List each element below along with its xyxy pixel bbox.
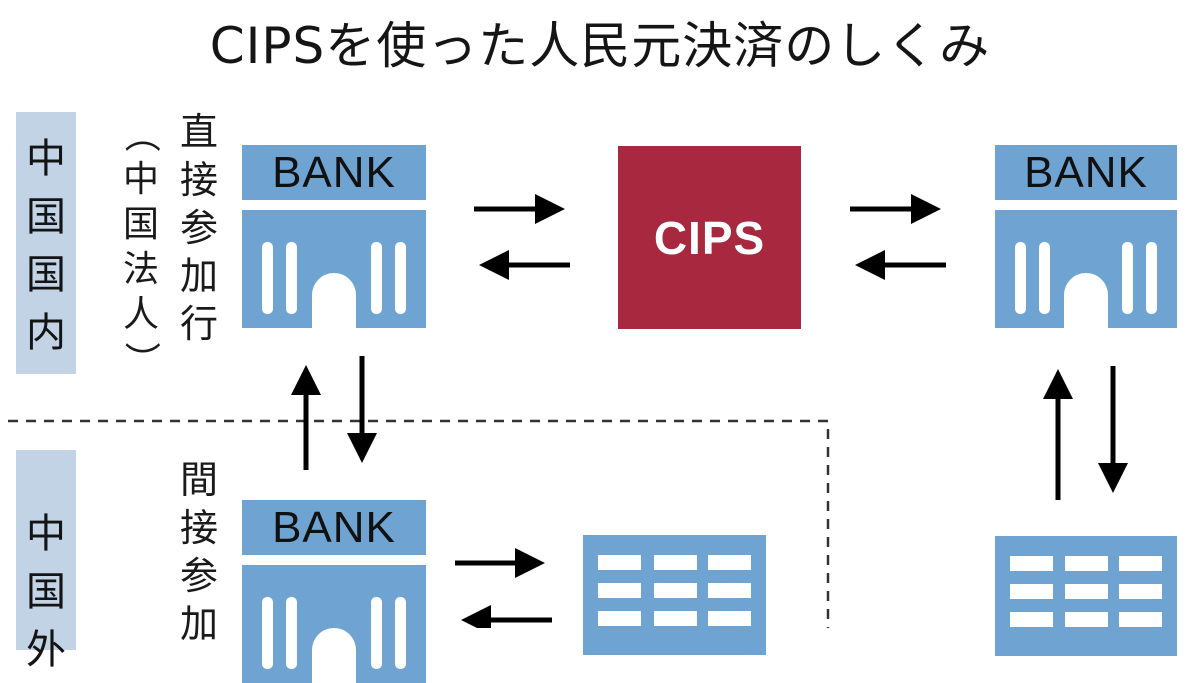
label-char: 参 <box>179 206 218 250</box>
bank-icon <box>242 210 426 328</box>
diagram-title: CIPSを使った人民元決済のしくみ <box>209 17 991 75</box>
note-char: 国 <box>122 204 159 245</box>
direct-participant-label: 直 接 参 加 行 <box>176 108 222 348</box>
bank-sign: BANK <box>995 145 1177 200</box>
region-char: 国 <box>26 252 66 298</box>
arrow-pair-bank-bank <box>291 356 377 470</box>
label-char: 接 <box>179 506 218 550</box>
region-char: 内 <box>26 310 66 356</box>
label-char: 参 <box>179 554 218 598</box>
flow-arrows <box>8 194 1128 628</box>
arrow-pair-bank-company-right <box>1043 366 1128 500</box>
region-label-domestic: 中 国 国 内 <box>16 112 76 374</box>
label-char: 加 <box>179 254 218 298</box>
label-char: 直 <box>179 110 218 154</box>
arrow-pair-bank-cips <box>474 194 570 280</box>
note-char: 中 <box>122 159 159 200</box>
bank-sign: BANK <box>242 145 426 200</box>
label-char: 接 <box>179 158 218 202</box>
region-boundary <box>8 419 830 628</box>
arrow-pair-cips-bank <box>850 194 946 280</box>
region-char: 国 <box>26 569 66 615</box>
bank-overseas: BANK <box>995 145 1177 328</box>
region-char: 国 <box>26 194 66 240</box>
note-char: 法 <box>122 249 159 290</box>
region-char: 中 <box>26 511 66 557</box>
direct-participant-note: （ 中 国 法 人 ） <box>118 112 164 382</box>
arrow-pair-bank-company-indirect <box>455 548 552 628</box>
cips-node: CIPS <box>618 146 801 329</box>
label-char: 間 <box>179 458 218 502</box>
label-char: 行 <box>179 302 218 346</box>
region-char: 中 <box>26 136 66 182</box>
note-char: 人 <box>122 294 159 335</box>
bank-sign: BANK <box>242 500 426 555</box>
indirect-participant-label: 間 接 参 加 <box>176 456 222 648</box>
bank-direct-participant: BANK <box>242 145 426 328</box>
bank-icon <box>995 210 1177 328</box>
region-char: 外 <box>26 627 66 673</box>
